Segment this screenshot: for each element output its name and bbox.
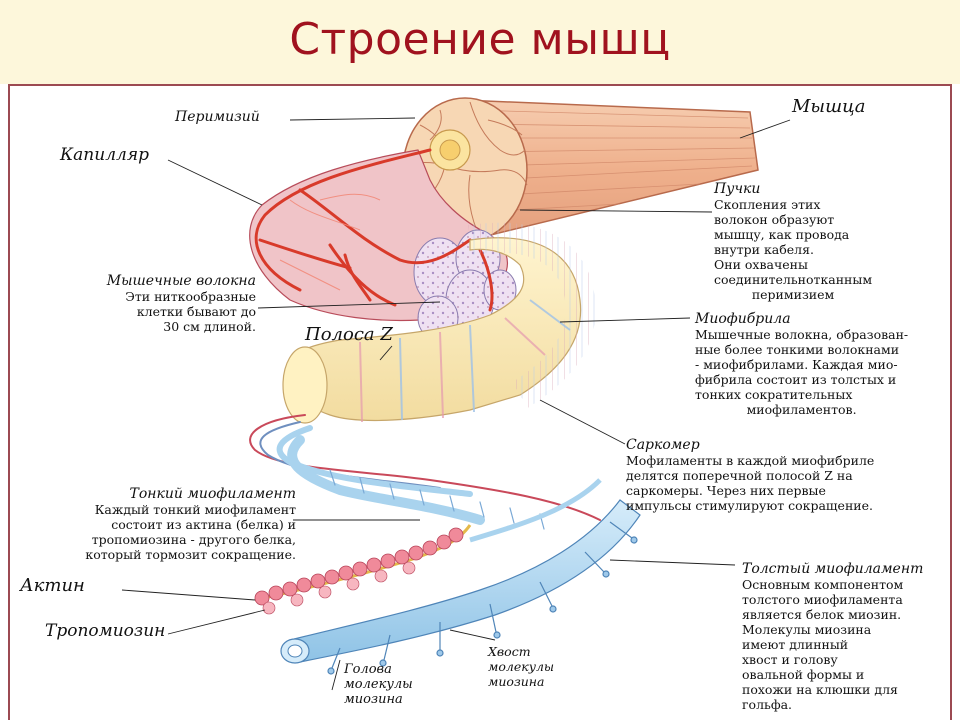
label-myofibril-line-5: тонких сократительных	[695, 387, 853, 402]
slide-title: Строение мышц	[289, 14, 671, 65]
label-bundles: Пучки Скопления этих волокон образуют мы…	[714, 180, 873, 303]
label-capillary: Капилляр	[60, 145, 149, 165]
label-bundles-line-4: внутри кабеля.	[714, 242, 814, 257]
label-bundles-line-2: волокон образуют	[714, 212, 835, 227]
label-myosin-head: Голова молекулы миозина	[344, 662, 413, 707]
label-thick-filament-line-9: гольфа.	[742, 697, 793, 712]
label-thin-filament-line-4: который тормозит сокращение.	[85, 547, 296, 562]
label-thick-filament-line-2: толстого миофиламента	[742, 592, 903, 607]
myofibril-drawing	[282, 222, 596, 424]
label-z-band: Полоса Z	[305, 324, 393, 345]
label-sarcomere-heading: Саркомер	[626, 437, 700, 453]
label-bundles-line-7: перимизием	[751, 287, 835, 302]
label-myosin-tail-line-1: Хвост	[488, 644, 531, 659]
label-myosin-head-line-1: Голова	[344, 662, 392, 677]
label-myofibril: Миофибрила Мышечные волокна, образован- …	[695, 310, 909, 418]
label-muscle-fibers: Мышечные волокна Эти ниткообразные клетк…	[60, 273, 256, 335]
label-muscle: Мышца	[792, 96, 866, 117]
label-sarcomere-line-2: делятся поперечной полосой Z на	[626, 468, 853, 483]
frame-left-border	[8, 84, 10, 720]
label-thick-filament: Толстый миофиламент Основным компонентом…	[742, 560, 924, 713]
label-thin-filament: Тонкий миофиламент Каждый тонкий миофила…	[40, 486, 296, 563]
label-thick-filament-line-4: Молекулы миозина	[742, 622, 872, 637]
label-thick-filament-line-8: похожи на клюшки для	[742, 682, 898, 697]
label-thin-filament-heading: Тонкий миофиламент	[129, 486, 296, 502]
muscle-drawing	[402, 97, 759, 243]
label-thin-filament-line-2: состоит из актина (белка) и	[111, 517, 296, 532]
label-muscle-fibers-line-1: Эти ниткообразные	[125, 289, 256, 304]
label-bundles-line-6: соединительнотканным	[714, 272, 873, 287]
label-bundles-heading: Пучки	[714, 181, 761, 197]
label-bundles-line-1: Скопления этих	[714, 197, 821, 212]
label-muscle-fibers-line-2: клетки бывают до	[136, 304, 256, 319]
leader-lines	[121, 117, 791, 691]
label-thick-filament-heading: Толстый миофиламент	[742, 561, 924, 577]
label-thick-filament-line-7: овальной формы и	[742, 667, 865, 682]
label-myofibril-heading: Миофибрила	[695, 311, 791, 327]
label-myosin-tail-line-2: молекулы	[488, 659, 555, 674]
label-bundles-line-5: Они охвачены	[714, 257, 808, 272]
label-myofibril-line-1: Мышечные волокна, образован-	[695, 327, 909, 342]
thick-filament-drawing	[280, 478, 641, 675]
label-myofibril-line-2: ные более тонкими волокнами	[695, 342, 900, 357]
label-muscle-fibers-line-3: 30 см длиной.	[163, 319, 256, 334]
fascicle-bundle-drawing	[249, 148, 517, 341]
label-sarcomere-line-3: саркомеры. Через них первые	[626, 483, 826, 498]
label-myofibril-line-4: фибрила состоит из толстых и	[695, 372, 897, 387]
label-thick-filament-line-6: хвост и голову	[742, 652, 838, 667]
label-muscle-fibers-heading: Мышечные волокна	[106, 273, 256, 289]
label-sarcomere: Саркомер Мофиламенты в каждой миофибриле…	[626, 436, 875, 514]
label-myosin-tail: Хвост молекулы миозина	[488, 644, 554, 689]
label-bundles-line-3: мышцу, как провода	[714, 227, 850, 242]
frame-right-border	[950, 84, 952, 720]
label-myofibril-line-3: - миофибрилами. Каждая мио-	[695, 357, 898, 372]
label-actin: Актин	[20, 575, 85, 596]
frame-top-border	[8, 84, 952, 86]
label-myosin-head-line-2: молекулы	[344, 677, 413, 692]
title-band	[0, 0, 960, 84]
thin-filament-drawing	[254, 524, 472, 615]
label-tropomyosin: Тропомиозин	[45, 621, 166, 641]
label-thick-filament-line-5: имеют длинный	[742, 637, 849, 652]
label-myosin-tail-line-3: миозина	[488, 674, 545, 689]
label-thin-filament-line-3: тропомиозина - другого белка,	[91, 532, 296, 547]
label-myosin-head-line-3: миозина	[344, 692, 403, 707]
sarcomere-filaments-drawing	[249, 414, 601, 530]
label-sarcomere-line-4: импульсы стимулируют сокращение.	[626, 498, 873, 513]
label-sarcomere-line-1: Мофиламенты в каждой миофибриле	[626, 453, 875, 468]
label-thick-filament-line-3: является белок миозин.	[742, 607, 902, 622]
label-myofibril-line-6: миофиламентов.	[746, 402, 857, 417]
label-thick-filament-line-1: Основным компонентом	[742, 577, 904, 592]
label-thin-filament-line-1: Каждый тонкий миофиламент	[94, 502, 296, 517]
label-perimysium: Перимизий	[175, 109, 260, 125]
